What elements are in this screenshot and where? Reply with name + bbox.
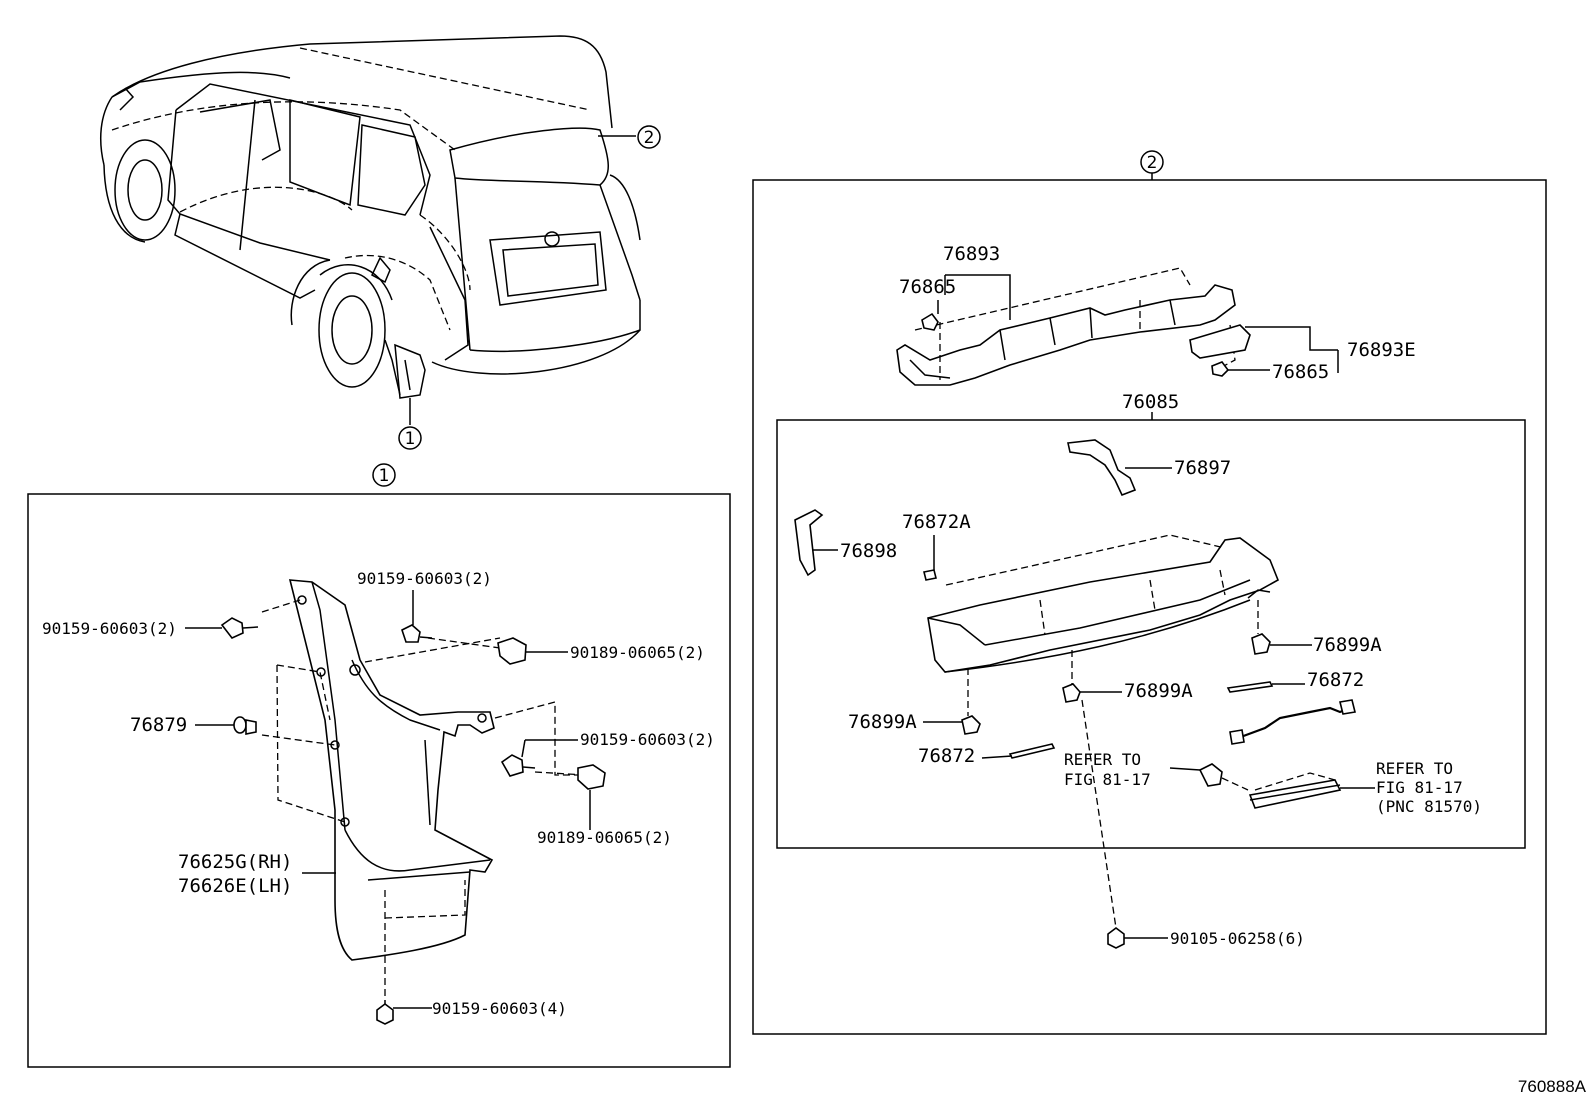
- figure-code: 760888A: [1518, 1077, 1587, 1096]
- bracket-e-part: [1189, 324, 1339, 373]
- label-nut-center: 76899A: [1124, 680, 1193, 702]
- rivet-icon: [195, 716, 257, 735]
- mudguard-part: [261, 579, 586, 1000]
- bolt-icon: [185, 617, 259, 639]
- label-clip-b: 76865: [1272, 361, 1329, 383]
- callout-1-vehicle-label: 1: [405, 429, 416, 449]
- label-refer-right-1: REFER TO: [1376, 759, 1453, 778]
- label-bolt-left: 90159-60603(2): [42, 619, 177, 638]
- clip-icon: [921, 300, 939, 331]
- label-bolt-bottom-spoiler: 90105-06258(6): [1170, 929, 1305, 948]
- label-mudguard-rh: 76625G(RH): [178, 851, 292, 873]
- label-nut-right: 76899A: [1313, 634, 1382, 656]
- tape-icon: [1226, 681, 1305, 693]
- label-bolt-bottom: 90159-60603(4): [432, 999, 567, 1018]
- label-clip-top: 90189-06065(2): [570, 643, 705, 662]
- panel-mudguard-frame: [27, 493, 731, 1068]
- callout-2-vehicle: [637, 125, 661, 149]
- label-bolt-mid: 90159-60603(2): [580, 730, 715, 749]
- tape-icon: [923, 535, 937, 581]
- label-tape-right: 76872: [1307, 669, 1364, 691]
- callout-1-vehicle: [398, 426, 422, 450]
- stop-lamp-part: [1067, 439, 1172, 497]
- panel-spoiler-assy-frame: [776, 419, 1526, 849]
- label-refer-left-1: REFER TO: [1064, 750, 1141, 769]
- callout-1-panel-label: 1: [379, 466, 390, 486]
- bolt-icon: [1169, 763, 1249, 791]
- label-bracket: 76893: [943, 243, 1000, 265]
- label-bracket-e: 76893E: [1347, 339, 1416, 361]
- label-nut-left: 76899A: [848, 711, 917, 733]
- label-lamp: 76897: [1174, 457, 1231, 479]
- bolt-icon: [500, 739, 578, 777]
- clip-icon: [1211, 361, 1270, 377]
- label-tape-a: 76872A: [902, 511, 971, 533]
- bolt-icon: [401, 590, 433, 643]
- label-refer-right-2: FIG 81-17: [1376, 778, 1463, 797]
- label-tape-left: 76872: [918, 745, 975, 767]
- label-mudguard-lh: 76626E(LH): [178, 875, 292, 897]
- label-refer-right-3: (PNC 81570): [1376, 797, 1482, 816]
- panel-spoiler-frame: [752, 179, 1547, 1035]
- label-refer-left-2: FIG 81-17: [1064, 770, 1151, 789]
- bolt-icon: [376, 1000, 432, 1025]
- tape-icon: [981, 743, 1056, 759]
- bolt-icon: [1081, 699, 1168, 949]
- label-spoiler-assy: 76085: [1122, 391, 1179, 413]
- spoiler-bracket-part: [896, 267, 1236, 386]
- side-pad-part: [794, 509, 838, 577]
- clip-nut-icon: [577, 764, 606, 830]
- label-pad-left: 76898: [840, 540, 897, 562]
- nut-icon: [1062, 650, 1122, 703]
- clip-nut-icon: [497, 637, 568, 665]
- label-clip-a: 76865: [899, 276, 956, 298]
- nut-icon: [923, 668, 981, 735]
- label-bolt-top: 90159-60603(2): [357, 569, 492, 588]
- wire-harness-part: [1229, 699, 1356, 745]
- callout-2-vehicle-label: 2: [644, 128, 655, 148]
- vehicle-illustration: [99, 35, 641, 425]
- nut-icon: [1251, 600, 1312, 655]
- rear-spoiler-part: [927, 534, 1280, 673]
- callout-2-panel-label: 2: [1147, 153, 1158, 173]
- label-rivet: 76879: [130, 714, 187, 736]
- label-clip-mid: 90189-06065(2): [537, 828, 672, 847]
- garnish-part: [1248, 772, 1375, 809]
- callout-1-panel: [372, 463, 396, 487]
